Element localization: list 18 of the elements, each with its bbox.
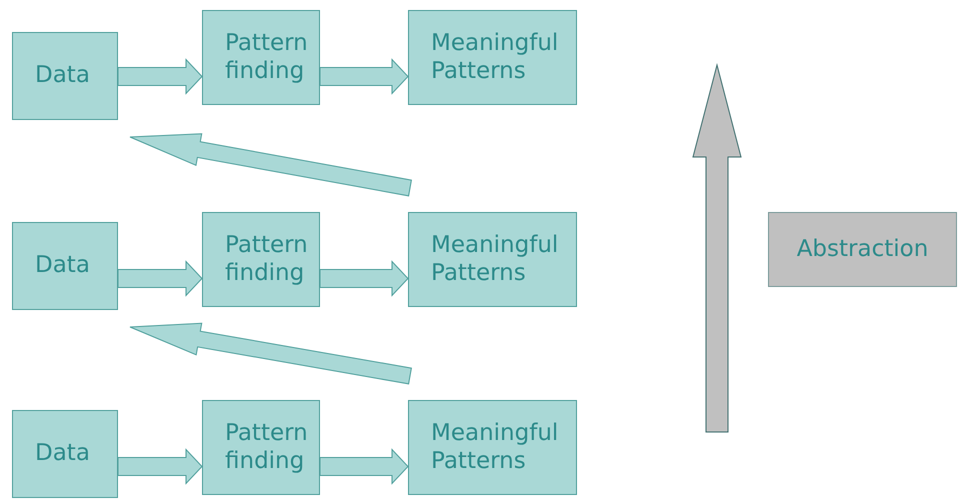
process-box: Data — [12, 222, 118, 310]
block-arrow — [130, 322, 412, 384]
process-box: Meaningful Patterns — [408, 400, 577, 495]
block-arrow — [118, 260, 203, 297]
process-box: Pattern finding — [202, 10, 320, 105]
process-box: Data — [12, 410, 118, 498]
block-arrow — [320, 448, 409, 485]
block-arrow — [130, 133, 412, 196]
block-arrow — [320, 58, 409, 95]
process-box: Meaningful Patterns — [408, 212, 577, 307]
process-box: Data — [12, 32, 118, 120]
concept-box: Abstraction — [768, 212, 957, 287]
block-arrow — [118, 58, 203, 95]
block-arrow — [320, 260, 409, 297]
process-box: Pattern finding — [202, 212, 320, 307]
process-box: Meaningful Patterns — [408, 10, 577, 105]
process-box: Pattern finding — [202, 400, 320, 495]
block-arrow — [118, 448, 203, 485]
